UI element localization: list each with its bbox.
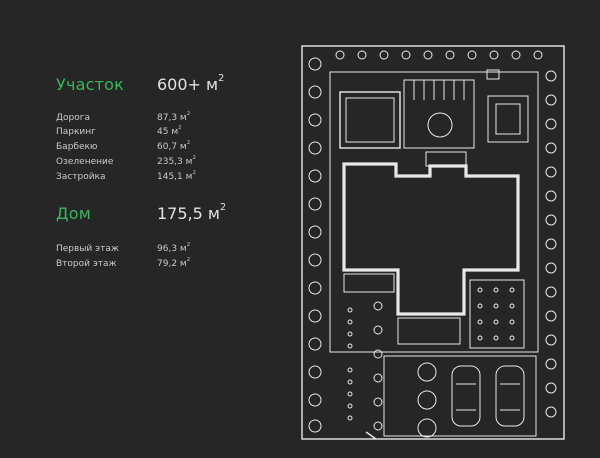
dining-area xyxy=(487,95,529,143)
bush-3 xyxy=(417,418,437,438)
plot-title: Участок xyxy=(56,75,124,94)
pool-inner xyxy=(345,97,395,143)
bush-2 xyxy=(417,390,437,410)
gate xyxy=(365,431,377,440)
top-tree-row xyxy=(335,50,543,60)
steps xyxy=(425,151,467,167)
row-label-parking: Паркинг xyxy=(56,127,96,137)
terrace-left xyxy=(343,273,395,293)
plot-total: 600+ м2 xyxy=(157,73,225,94)
row-value-first-floor: 96,3 м2 xyxy=(157,242,191,254)
house-footprint xyxy=(342,162,520,316)
road-outline xyxy=(329,71,539,353)
left-tree-row xyxy=(308,57,322,433)
round-table xyxy=(427,112,453,138)
garden-grid xyxy=(469,279,525,349)
parking-area xyxy=(383,355,537,437)
row-value-building: 145,1 м2 xyxy=(157,170,196,182)
deck-stripes xyxy=(413,80,465,100)
dining-table xyxy=(495,103,521,135)
row-value-greenery: 235,3 м2 xyxy=(157,155,196,167)
car-left xyxy=(451,365,481,427)
row-label-road: Дорога xyxy=(56,113,91,123)
bbq-deck xyxy=(403,79,475,149)
row-label-building: Застройка xyxy=(56,172,106,182)
grill xyxy=(486,69,500,80)
row-value-bbq: 60,7 м2 xyxy=(157,140,191,152)
car-right xyxy=(495,365,525,427)
row-value-parking: 45 м2 xyxy=(157,125,182,137)
row-value-road: 87,3 м2 xyxy=(157,111,191,123)
hedge-left xyxy=(347,301,383,431)
bush-1 xyxy=(417,362,437,382)
plot-boundary xyxy=(301,45,565,440)
house-title: Дом xyxy=(56,204,91,223)
row-label-greenery: Озеленение xyxy=(56,157,114,167)
row-value-second-floor: 79,2 м2 xyxy=(157,257,191,269)
house-total: 175,5 м2 xyxy=(157,202,227,223)
entrance-porch xyxy=(397,317,461,345)
pool xyxy=(339,91,401,149)
right-tree-column xyxy=(545,70,557,418)
row-label-first-floor: Первый этаж xyxy=(56,244,119,254)
site-plan xyxy=(301,45,565,440)
area-summary-panel: Участок 600+ м2 Дорога 87,3 м2 Паркинг 4… xyxy=(0,0,290,458)
row-label-second-floor: Второй этаж xyxy=(56,259,117,269)
row-label-bbq: Барбекю xyxy=(56,142,98,152)
garden-dots xyxy=(477,287,515,341)
